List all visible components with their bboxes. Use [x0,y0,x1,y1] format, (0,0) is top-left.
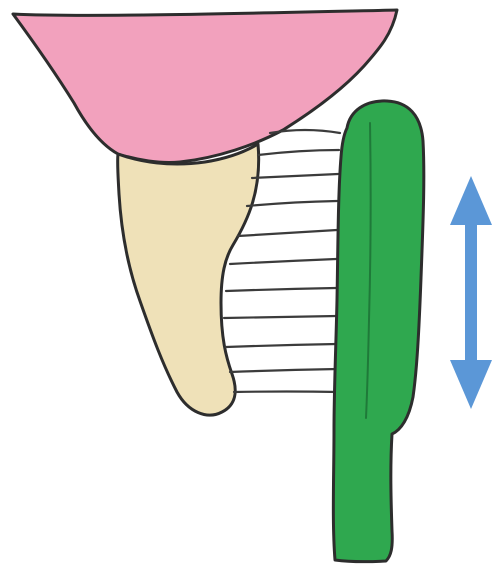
bristle-line-7 [226,288,336,291]
bristle-line-1 [270,130,340,133]
double-headed-vertical-arrow [450,176,492,409]
bristle-line-4 [247,201,337,206]
arrow-shaft [465,223,477,362]
bristle-line-8 [224,316,337,318]
arrow-head-down-icon [450,360,492,409]
arrow-head-up-icon [450,176,492,225]
bristle-line-9 [226,344,337,347]
bristle-line-5 [238,230,337,236]
bristle-line-10 [230,369,338,372]
bristle-line-2 [258,150,339,155]
gum-shape [13,10,397,163]
tooth-shape [118,144,259,415]
bristle-line-11 [234,392,339,393]
toothbrush-shape [333,101,423,562]
bristle-line-3 [252,174,338,178]
bristle-line-6 [230,259,336,264]
